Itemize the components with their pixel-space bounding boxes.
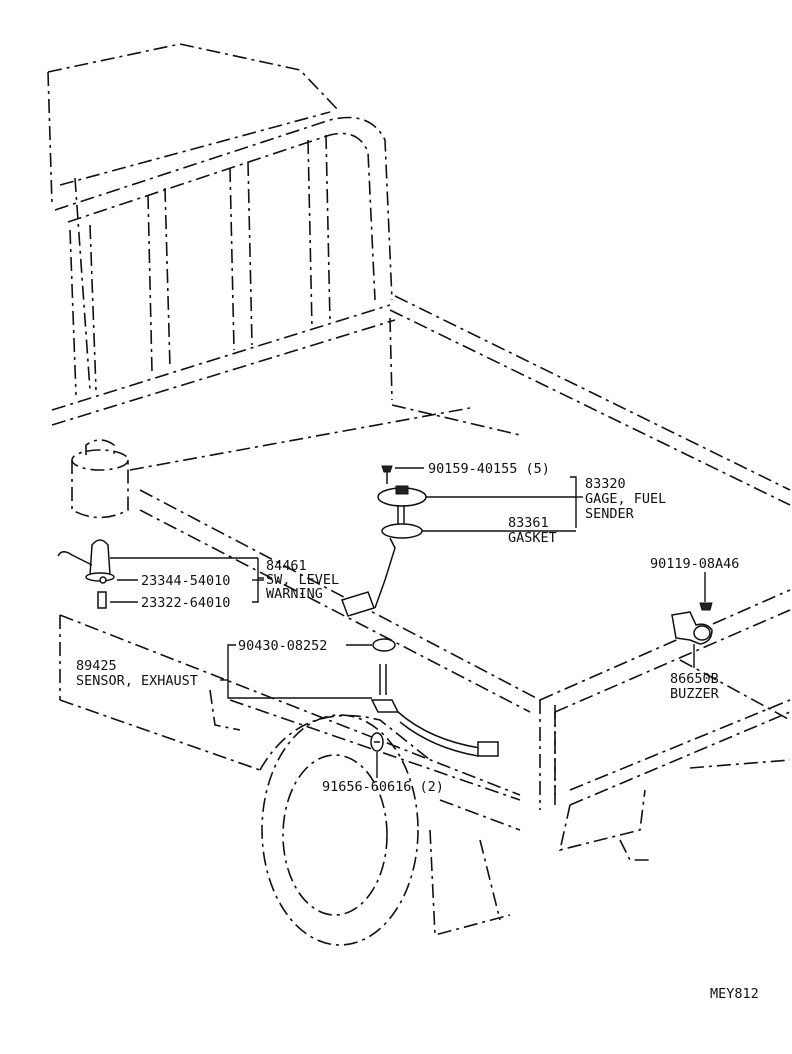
cargo-bed-outline [129, 295, 791, 810]
level-warning-switch [57, 539, 115, 609]
label-90119-08A46: 90119-08A46 [650, 556, 739, 572]
label-83320: 83320 [585, 476, 626, 492]
part-labels: 90159-40155 (5) 83320 GAGE, FUEL SENDER … [76, 461, 759, 1002]
label-89425: 89425 [76, 658, 117, 674]
gasket-90430-08252 [372, 638, 396, 652]
headboard-frame [54, 116, 393, 396]
label-23322-64010: 23322-64010 [141, 595, 230, 611]
rear-wheel [259, 714, 511, 946]
leader-lines [110, 467, 706, 778]
label-90159-40155: 90159-40155 (5) [428, 461, 550, 477]
diagram-code: MEY812 [710, 986, 759, 1002]
screw-90119-08A46 [699, 602, 713, 611]
label-gasket: GASKET [508, 530, 557, 546]
label-86650b: 86650B [670, 671, 719, 687]
label-sender: SENDER [585, 506, 635, 522]
screw-90159-40155 [381, 465, 393, 484]
label-gage-fuel: GAGE, FUEL [585, 491, 666, 507]
buzzer-86650b [671, 611, 713, 645]
label-83361: 83361 [508, 515, 549, 531]
nut-91656-60616 [370, 732, 384, 752]
cab-outline [47, 43, 396, 426]
label-sw-level: SW, LEVEL [266, 572, 339, 588]
label-warning: WARNING [266, 586, 323, 602]
fuel-sender-gage [341, 485, 427, 617]
label-84461: 84461 [266, 558, 307, 574]
label-90430-08252: 90430-08252 [238, 638, 327, 654]
label-23344-54010: 23344-54010 [141, 573, 230, 589]
chassis-side [59, 614, 650, 861]
fuel-filler-cylinder [71, 439, 129, 519]
exhaust-sensor [370, 664, 499, 757]
label-91656-60616: 91656-60616 (2) [322, 779, 444, 795]
label-buzzer: BUZZER [670, 686, 720, 702]
label-sensor-exhaust: SENSOR, EXHAUST [76, 673, 198, 689]
